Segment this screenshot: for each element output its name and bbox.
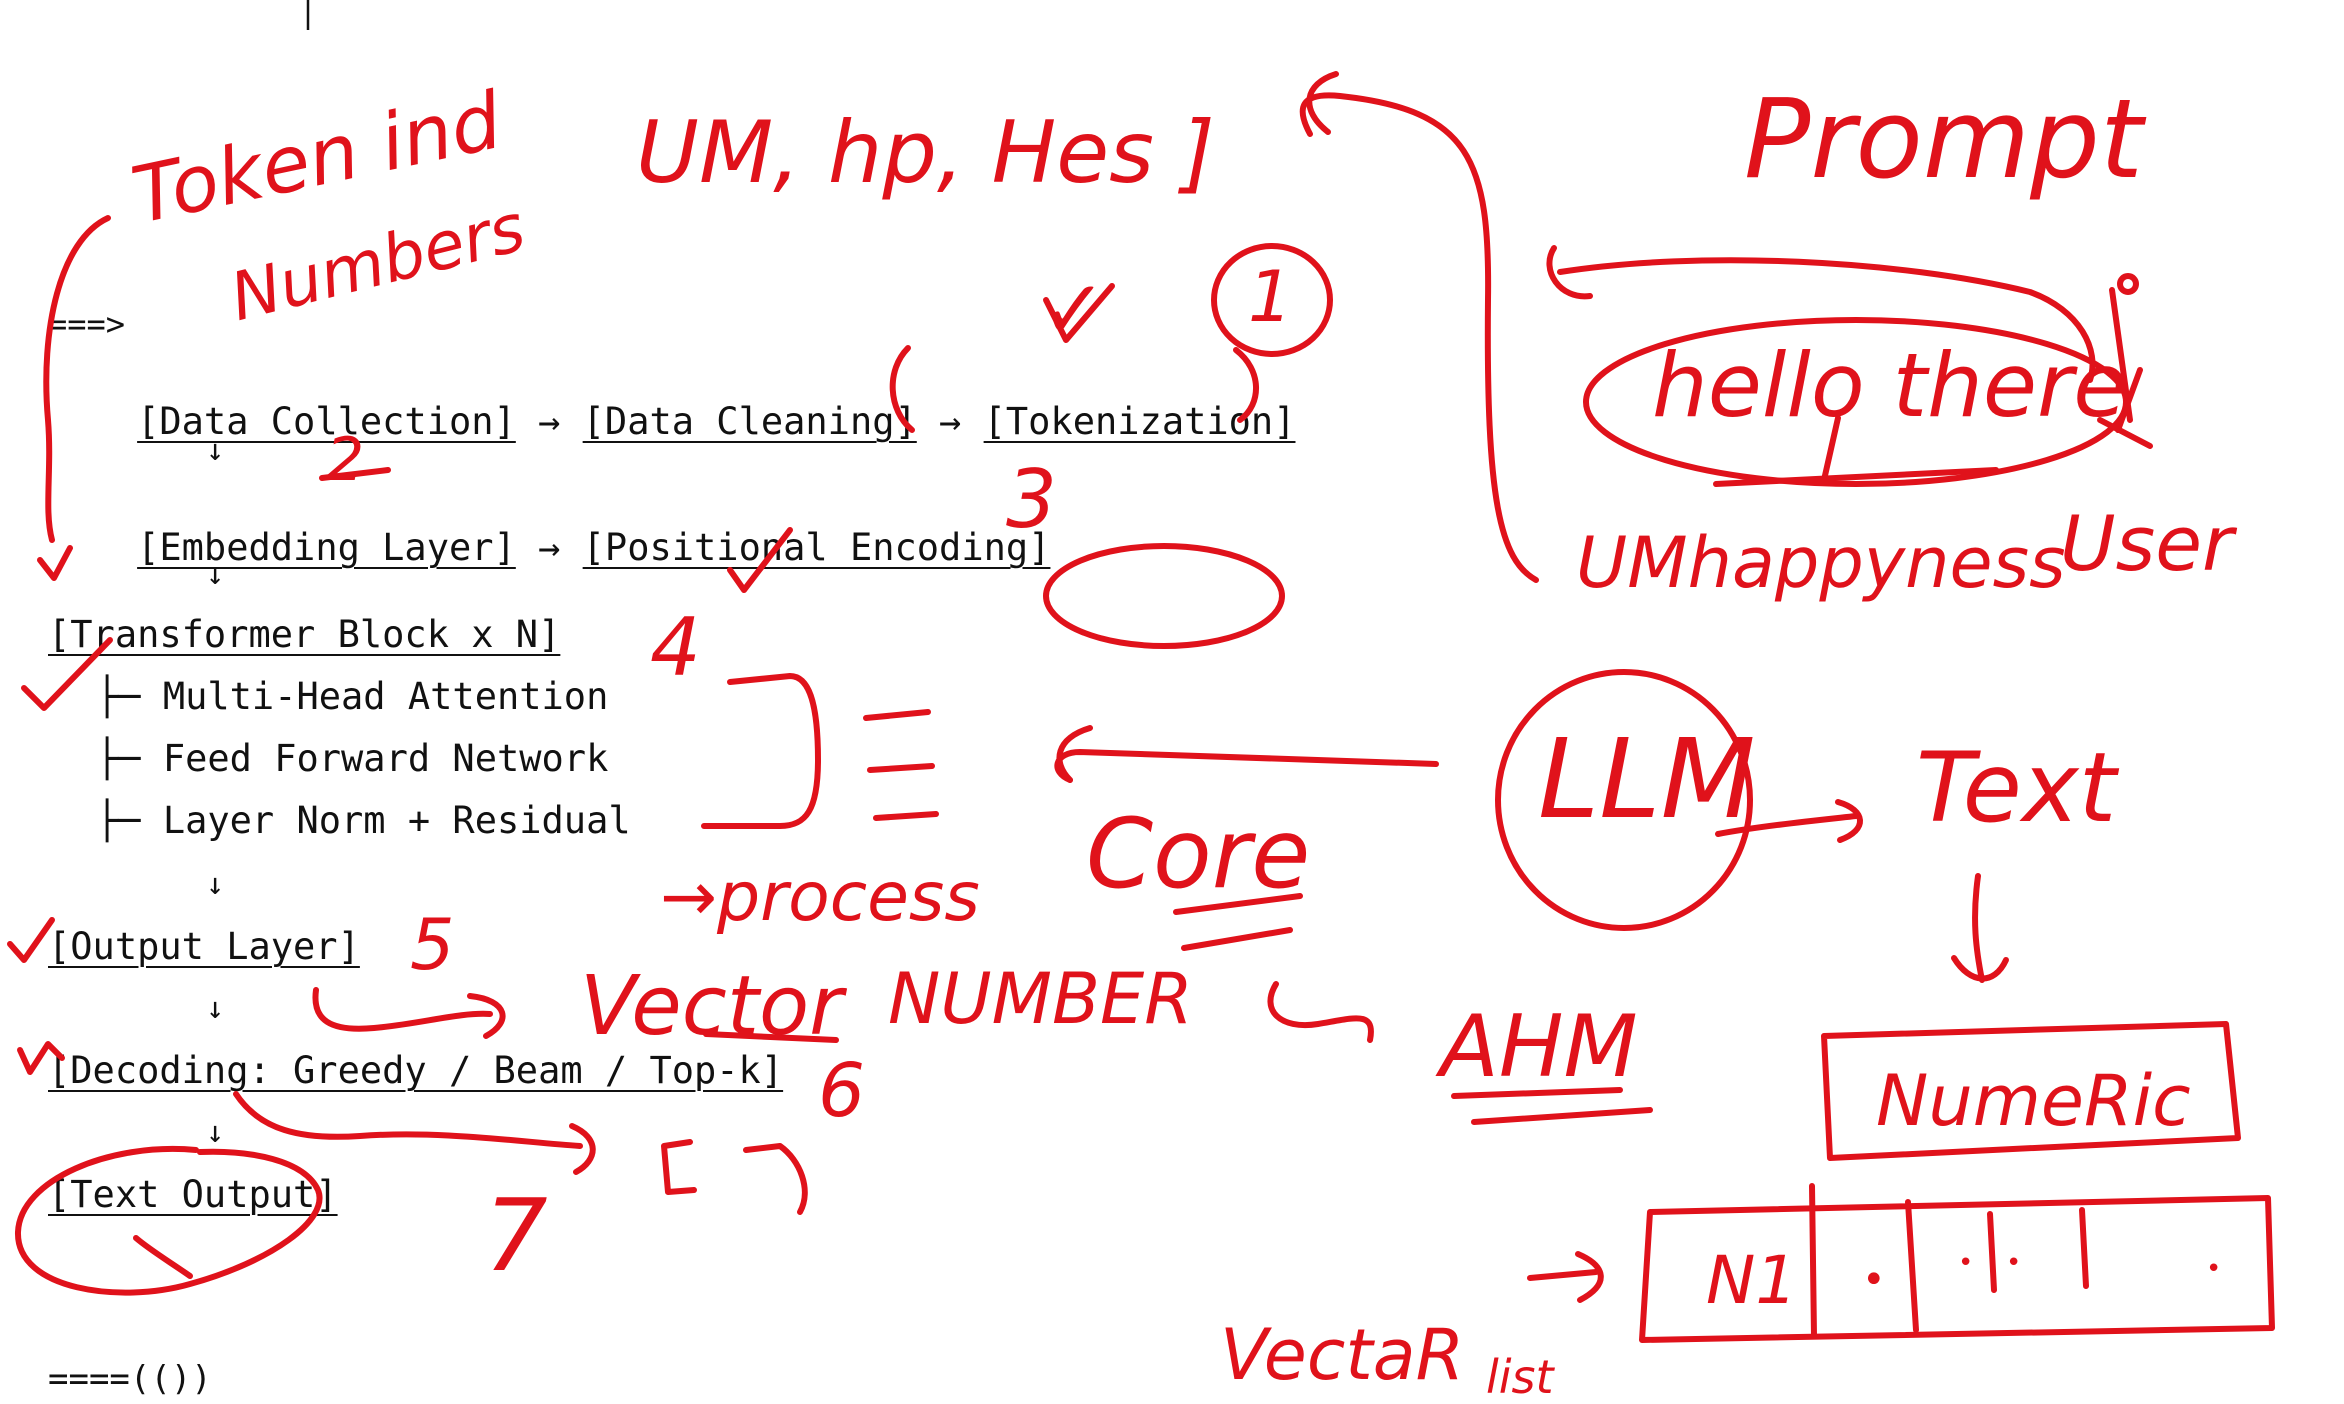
sub-feed-forward-network: ├─ Feed Forward Network (96, 737, 609, 780)
note-hello-there: hello there (1652, 334, 2128, 437)
node-transformer-block: [Transformer Block x N] (48, 613, 561, 656)
pipeline-row-1: [Data Collection] → [Data Cleaning] → [T… (48, 366, 1295, 477)
node-decoding: [Decoding: Greedy / Beam / Top-k] (48, 1049, 784, 1092)
vector-cell-dot: • (2206, 1254, 2222, 1284)
note-llm: LLM (1538, 715, 1756, 843)
pipeline-start-arrow: ===> (48, 305, 126, 343)
arrow-right: → (916, 400, 984, 443)
note-vector: Vector (580, 959, 843, 1054)
node-output-layer: [Output Layer] (48, 925, 360, 968)
vector-cell-dot: • (2006, 1248, 2022, 1278)
note-list: list (1486, 1350, 1554, 1404)
note-um-hp: UM, hp, Hes ] (636, 103, 1215, 203)
pipeline-end-marker: ====(()) (48, 1359, 212, 1399)
down-arrow: ↓ (206, 557, 225, 592)
note-n1: N1 (1706, 1242, 1798, 1319)
note-num-6: 6 (818, 1048, 866, 1134)
note-num-1: 1 (1248, 256, 1293, 338)
down-arrow: ↓ (206, 1115, 225, 1150)
down-arrow: ↓ (206, 991, 225, 1026)
sub-layer-norm-residual: ├─ Layer Norm + Residual (96, 799, 631, 842)
sub-multi-head-attention: ├─ Multi-Head Attention (96, 675, 609, 718)
down-arrow: ↓ (206, 867, 225, 902)
note-number: NUMBER (888, 958, 1193, 1040)
node-tokenization: [Tokenization] (983, 400, 1296, 443)
note-num-5: 5 (410, 904, 455, 986)
note-num-7: 7 (484, 1177, 548, 1294)
note-user: User (2060, 499, 2234, 588)
arrow-right: → (515, 400, 583, 443)
note-num-4: 4 (650, 601, 701, 694)
note-unhappiness: UMhappyness (1576, 522, 2066, 604)
pipeline-row-2: [Embedding Layer] → [Positional Encoding… (48, 492, 1050, 603)
note-check-mark: ✓ (1040, 263, 1108, 356)
node-embedding-layer: [Embedding Layer] (137, 526, 516, 569)
note-text: Text (1916, 732, 2117, 844)
vector-cell-dot: • (1958, 1248, 1974, 1278)
note-ahm: AHM (1440, 997, 1638, 1097)
vector-cell-dot: • (1862, 1257, 1886, 1303)
note-prompt: Prompt (1744, 75, 2143, 203)
note-numeric: NumeRic (1876, 1060, 2191, 1142)
note-num-2: 2 (326, 425, 365, 495)
down-arrow: ↓ (206, 433, 225, 468)
note-num-3: 3 (1006, 453, 1057, 546)
note-core: Core (1086, 798, 1311, 910)
note-vector-list: VectaR (1220, 1314, 1465, 1396)
arrow-right: → (515, 526, 583, 569)
node-data-collection: [Data Collection] (137, 400, 516, 443)
node-data-cleaning: [Data Cleaning] (582, 400, 917, 443)
note-process: →process (660, 858, 980, 937)
